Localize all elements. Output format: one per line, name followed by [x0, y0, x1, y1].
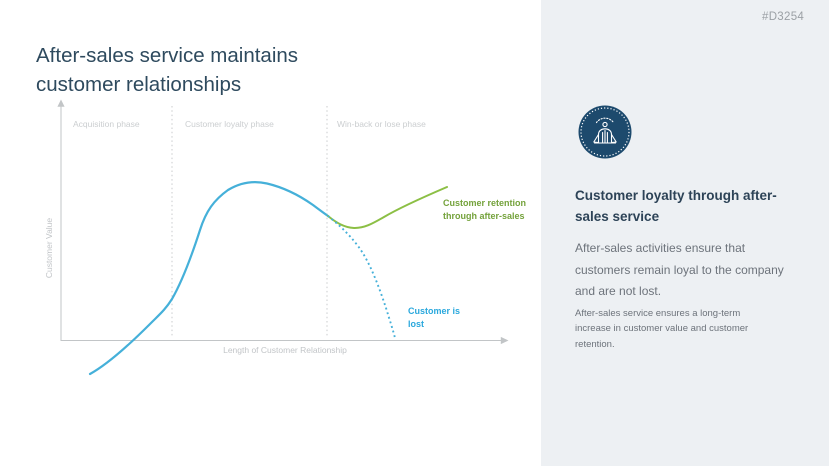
phase-label-winback: Win-back or lose phase	[337, 119, 426, 129]
panel-body-text: After-sales activities ensure that custo…	[575, 241, 784, 298]
panel-heading: Customer loyalty through after-sales ser…	[575, 188, 777, 224]
icon-dotted-ring	[580, 107, 630, 157]
customer-value-chart	[57, 99, 509, 376]
slide-title: After-sales service maintains customer r…	[36, 43, 299, 96]
x-axis-label: Length of Customer Relationship	[223, 345, 347, 355]
panel-note-text: After-sales service ensures a long-term …	[575, 307, 749, 350]
slide-code: #D3254	[762, 11, 805, 23]
axis-lines	[60, 104, 501, 341]
phase-label-acquisition: Acquisition phase	[73, 119, 140, 129]
phase-label-loyalty: Customer loyalty phase	[185, 119, 274, 129]
service-bell-icon	[578, 105, 632, 159]
phase-divider-lines	[171, 106, 328, 337]
retention-curve	[327, 186, 448, 230]
service-bell-glyph	[593, 117, 617, 144]
info-panel-background	[541, 0, 829, 466]
annotation-customer-lost: Customer is lost	[408, 306, 461, 329]
y-axis-label: Customer Value	[44, 217, 54, 279]
customer-lost-curve	[327, 215, 396, 339]
customer-value-curve	[88, 181, 330, 376]
annotation-retention: Customer retention through after-sales	[443, 198, 527, 221]
